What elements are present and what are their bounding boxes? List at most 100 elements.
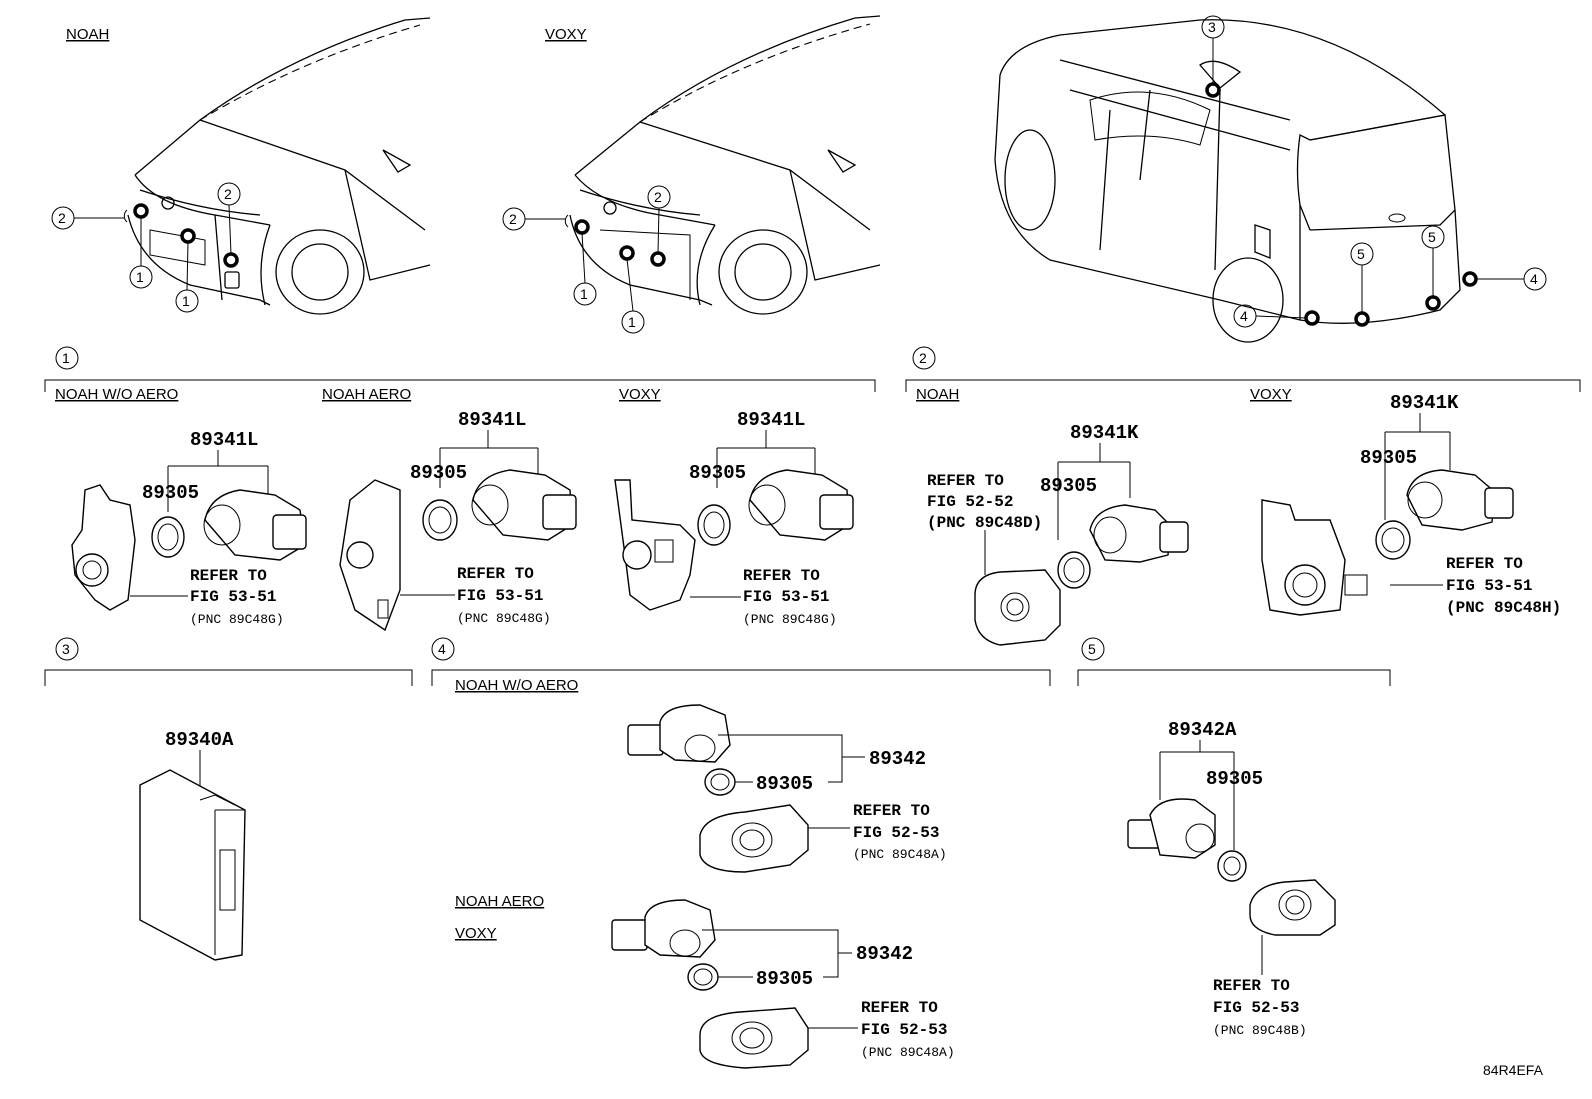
bracket-illustration-a bbox=[71, 484, 136, 611]
svg-text:4: 4 bbox=[1240, 308, 1248, 324]
svg-text:(PNC 89C48G): (PNC 89C48G) bbox=[743, 612, 837, 627]
section-5: 5 89342A 89305 REFER TO FIG 52-53 (PNC 8… bbox=[1077, 637, 1391, 1038]
svg-text:REFER TO: REFER TO bbox=[853, 802, 930, 820]
rear-van-illustration bbox=[994, 19, 1461, 343]
retainer-illustration-e bbox=[1375, 520, 1411, 560]
svg-text:5: 5 bbox=[1088, 641, 1096, 657]
bracket-illustration-b bbox=[339, 479, 401, 632]
noah-front-car-illustration bbox=[127, 17, 431, 315]
rear-sensor-illustration-a bbox=[627, 704, 731, 763]
retainer-illustration-c bbox=[697, 504, 731, 546]
rear-sensor-markers: 3 4 5 5 4 bbox=[1201, 15, 1547, 328]
label-noah-front: NOAH bbox=[66, 26, 109, 43]
label-voxy-4: VOXY bbox=[455, 925, 497, 942]
section-4: 4 NOAH W/O AERO 89342 89305 REFER TO FIG… bbox=[431, 637, 1051, 1069]
svg-text:2: 2 bbox=[224, 186, 232, 202]
section-2: 2 NOAH VOXY 89341K 89305 REFER TO FIG 52… bbox=[905, 346, 1581, 646]
svg-text:FIG 52-53: FIG 52-53 bbox=[853, 824, 939, 842]
svg-text:2: 2 bbox=[509, 211, 517, 227]
svg-text:(PNC 89C48H): (PNC 89C48H) bbox=[1446, 599, 1561, 617]
svg-text:1: 1 bbox=[136, 269, 144, 285]
section-3: 3 89340A bbox=[44, 637, 413, 961]
bracket-illustration-c bbox=[614, 479, 696, 611]
svg-text:FIG 53-51: FIG 53-51 bbox=[743, 588, 829, 606]
label-voxy-2: VOXY bbox=[1250, 386, 1292, 403]
svg-text:3: 3 bbox=[1208, 19, 1216, 35]
cover-illustration-h bbox=[1249, 879, 1336, 936]
svg-text:FIG 52-53: FIG 52-53 bbox=[1213, 999, 1299, 1017]
label-noah-wo-aero-4: NOAH W/O AERO bbox=[455, 677, 578, 694]
svg-text:FIG 53-51: FIG 53-51 bbox=[1446, 577, 1532, 595]
retainer-illustration-a bbox=[151, 516, 185, 558]
svg-text:4: 4 bbox=[1530, 271, 1538, 287]
svg-text:(PNC 89C48G): (PNC 89C48G) bbox=[190, 612, 284, 627]
svg-text:5: 5 bbox=[1428, 229, 1436, 245]
label-noah-2: NOAH bbox=[916, 386, 959, 403]
svg-text:FIG 52-53: FIG 52-53 bbox=[861, 1021, 947, 1039]
svg-text:FIG 52-52: FIG 52-52 bbox=[927, 493, 1013, 511]
label-noah-wo-aero-1: NOAH W/O AERO bbox=[55, 386, 178, 403]
svg-text:1: 1 bbox=[580, 286, 588, 302]
retainer-illustration-b bbox=[422, 499, 458, 541]
svg-text:REFER TO: REFER TO bbox=[190, 567, 267, 585]
part-89340A: 89340A bbox=[165, 729, 234, 751]
label-noah-aero-4: NOAH AERO bbox=[455, 893, 544, 910]
svg-text:5: 5 bbox=[1357, 246, 1365, 262]
cover-illustration-f bbox=[699, 804, 809, 873]
section-1: 1 NOAH W/O AERO NOAH AERO VOXY 89341L 89… bbox=[44, 346, 876, 632]
sensor-illustration-a bbox=[203, 489, 307, 561]
part-89342-b: 89342 bbox=[856, 943, 913, 965]
svg-text:REFER TO: REFER TO bbox=[743, 567, 820, 585]
computer-module-illustration bbox=[139, 769, 246, 961]
voxy-front-car-illustration bbox=[569, 15, 881, 315]
part-89305-g: 89305 bbox=[756, 968, 813, 990]
part-89342A: 89342A bbox=[1168, 719, 1237, 741]
svg-text:1: 1 bbox=[628, 314, 636, 330]
part-89341K-a: 89341K bbox=[1070, 422, 1139, 444]
svg-text:(PNC 89C48A): (PNC 89C48A) bbox=[861, 1045, 955, 1060]
part-89305-c: 89305 bbox=[689, 462, 746, 484]
svg-text:3: 3 bbox=[62, 641, 70, 657]
part-89305-e: 89305 bbox=[1360, 447, 1417, 469]
part-89341L-b: 89341L bbox=[458, 409, 526, 431]
svg-text:2: 2 bbox=[654, 189, 662, 205]
svg-text:REFER TO: REFER TO bbox=[1446, 555, 1523, 573]
svg-text:(PNC 89C48G): (PNC 89C48G) bbox=[457, 611, 551, 626]
noah-front-sensor-markers: 2 1 1 2 bbox=[51, 182, 241, 313]
part-89305-h: 89305 bbox=[1206, 768, 1263, 790]
rear-sensor-illustration-b bbox=[611, 899, 716, 958]
label-voxy-front: VOXY bbox=[545, 26, 587, 43]
part-89341L-a: 89341L bbox=[190, 429, 258, 451]
bracket-illustration-e bbox=[1261, 499, 1368, 616]
svg-text:4: 4 bbox=[438, 641, 446, 657]
label-noah-aero-1: NOAH AERO bbox=[322, 386, 411, 403]
svg-text:(PNC 89C48A): (PNC 89C48A) bbox=[853, 847, 947, 862]
svg-text:REFER TO: REFER TO bbox=[861, 999, 938, 1017]
retainer-illustration-f bbox=[704, 768, 736, 796]
retainer-illustration-h bbox=[1217, 850, 1247, 882]
diagram-code: 84R4EFA bbox=[1483, 1062, 1544, 1078]
svg-text:REFER TO: REFER TO bbox=[927, 472, 1004, 490]
cover-illustration-g bbox=[699, 1007, 809, 1069]
svg-text:2: 2 bbox=[58, 210, 66, 226]
svg-text:1: 1 bbox=[182, 293, 190, 309]
part-89341K-b: 89341K bbox=[1390, 392, 1459, 414]
sensor-illustration-c bbox=[748, 469, 854, 541]
svg-text:2: 2 bbox=[919, 350, 927, 366]
svg-text:FIG 53-51: FIG 53-51 bbox=[457, 587, 543, 605]
retainer-illustration-d bbox=[1057, 551, 1091, 589]
label-voxy-1: VOXY bbox=[619, 386, 661, 403]
cover-illustration-d bbox=[974, 569, 1061, 646]
svg-text:REFER TO: REFER TO bbox=[457, 565, 534, 583]
svg-text:(PNC 89C48B): (PNC 89C48B) bbox=[1213, 1023, 1307, 1038]
part-89305-d: 89305 bbox=[1040, 475, 1097, 497]
part-89305-f: 89305 bbox=[756, 773, 813, 795]
svg-text:(PNC 89C48D): (PNC 89C48D) bbox=[927, 514, 1042, 532]
part-89341L-c: 89341L bbox=[737, 409, 805, 431]
part-89305-a: 89305 bbox=[142, 482, 199, 504]
rear-sensor-illustration-c bbox=[1127, 798, 1216, 859]
retainer-illustration-g bbox=[687, 963, 719, 991]
svg-text:REFER TO: REFER TO bbox=[1213, 977, 1290, 995]
part-89305-b: 89305 bbox=[410, 462, 467, 484]
